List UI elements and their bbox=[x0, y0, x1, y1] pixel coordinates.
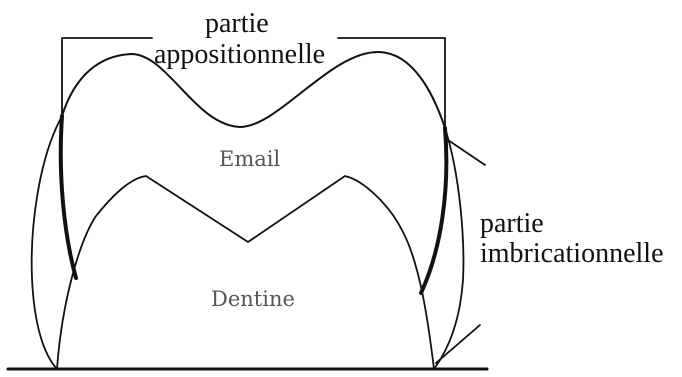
imbricational-label-line-2: imbricationnelle bbox=[480, 238, 664, 269]
appositional-label-line-1: partie bbox=[205, 8, 269, 39]
imbricational-label-line-1: partie bbox=[480, 208, 544, 239]
imbrication-left bbox=[58, 114, 78, 280]
enamel-outline bbox=[61, 51, 446, 129]
imbricational-bracket-bottom bbox=[435, 324, 481, 364]
appositional-bracket bbox=[61, 37, 153, 117]
enamel-label: Email bbox=[219, 147, 281, 171]
imbricational-bracket-top bbox=[444, 137, 486, 166]
imbrication-right bbox=[419, 126, 449, 295]
root-outline-right bbox=[433, 127, 465, 370]
root-outline-left bbox=[30, 115, 63, 370]
appositional-label-line-2: appositionnelle bbox=[154, 39, 326, 70]
dentine-label: Dentine bbox=[211, 287, 295, 311]
appositional-bracket-right bbox=[337, 37, 446, 129]
dentine-outline bbox=[56, 175, 435, 370]
